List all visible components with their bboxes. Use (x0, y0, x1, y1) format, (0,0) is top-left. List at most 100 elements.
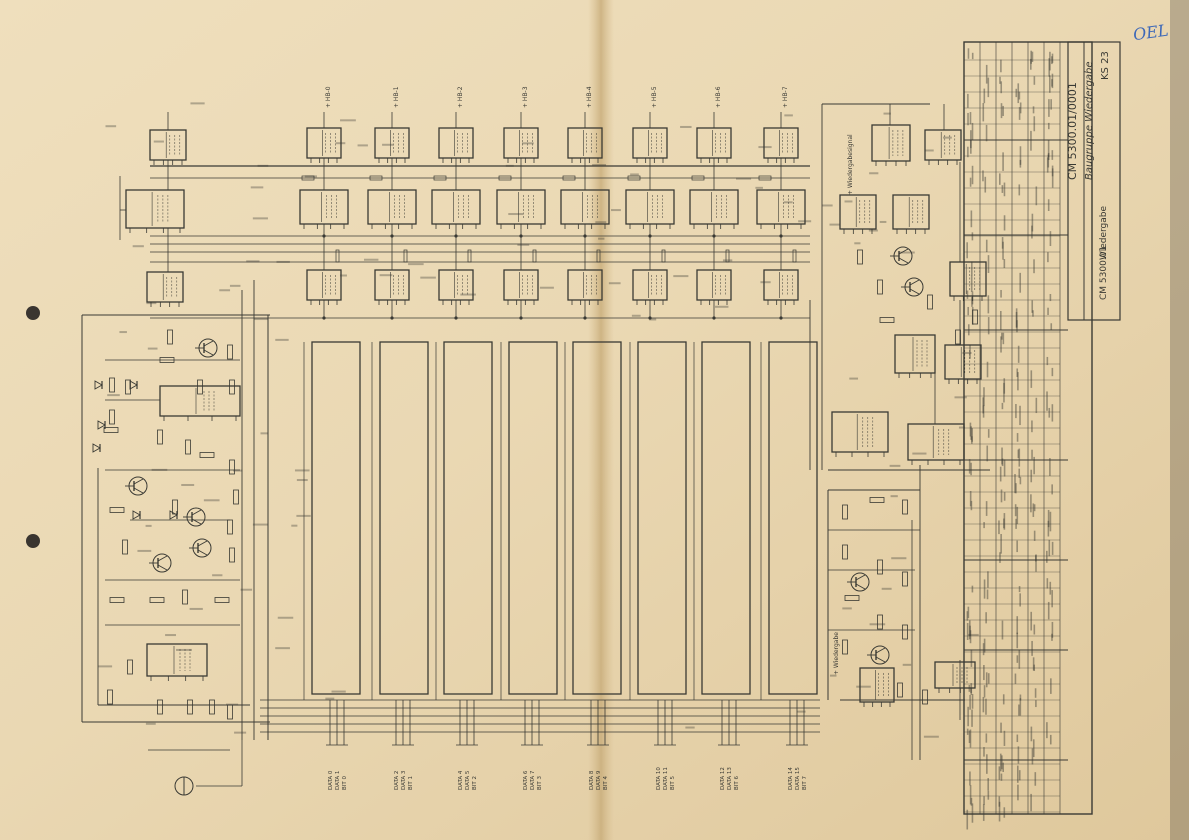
drawing-title: Baugruppe Wiedergabe (1084, 61, 1095, 180)
resistor (922, 689, 928, 705)
left-buffer-ic (146, 271, 184, 307)
resistor (229, 459, 235, 475)
resistor (157, 429, 163, 445)
memory-column (371, 341, 429, 700)
resistor (227, 344, 233, 360)
resistor (199, 452, 215, 458)
resistor (109, 377, 115, 393)
resistor (122, 539, 128, 555)
resistor (879, 317, 895, 323)
connector-label: DATA 11 (663, 767, 669, 790)
resistor (229, 379, 235, 395)
resistor (857, 249, 863, 265)
resistor (227, 704, 233, 720)
resistor (877, 559, 883, 575)
bus-label: + HB-6 (715, 86, 722, 108)
resistor (127, 659, 133, 675)
control-ic-10 (859, 667, 895, 707)
resistor (157, 699, 163, 715)
resistor (197, 379, 203, 395)
subtitle: Wiedergabe (1099, 206, 1109, 260)
resistor (869, 497, 885, 503)
bus-label: + HB-3 (522, 86, 529, 108)
left-driver-block (146, 643, 208, 681)
connector-label: DATA 2 (394, 771, 400, 790)
bus-label: + HB-5 (651, 86, 658, 108)
resistor (109, 597, 125, 603)
connector-label: BIT 3 (537, 775, 543, 790)
transistor-t2 (125, 476, 148, 496)
bus-label: + HB-4 (586, 86, 593, 108)
punch-hole-bottom (26, 534, 40, 548)
diode (97, 420, 106, 430)
transistor-t3 (183, 507, 206, 527)
memory-column (564, 341, 622, 700)
diode (92, 443, 101, 453)
resistor (877, 279, 883, 295)
connector-label: DATA 3 (401, 770, 407, 790)
pin-labels (98, 102, 979, 738)
resistor (902, 571, 908, 587)
resistor (927, 294, 933, 310)
resistor (149, 597, 165, 603)
diode (132, 510, 141, 520)
resistor (185, 439, 191, 455)
resistor (125, 379, 131, 395)
resistor (842, 504, 848, 520)
control-ic-8 (831, 411, 889, 457)
bus-label: + HB-0 (325, 86, 332, 108)
connector-label: BIT 6 (734, 775, 740, 790)
diode (169, 510, 178, 520)
resistor (897, 682, 903, 698)
connector-label: DATA 13 (727, 767, 733, 790)
connector-label: BIT 2 (472, 776, 478, 790)
transistor-t6 (890, 246, 913, 266)
control-ic-4 (892, 194, 930, 234)
diode (94, 380, 103, 390)
resistor (902, 499, 908, 515)
resistor (842, 544, 848, 560)
connector-label: DATA 14 (788, 767, 794, 790)
transistor-t9 (867, 645, 890, 665)
memory-column (760, 341, 818, 700)
control-ic-7 (944, 344, 982, 384)
resistor (214, 597, 230, 603)
resistor (227, 519, 233, 535)
connector-label: DATA 5 (465, 770, 471, 790)
connector-label: BIT 0 (342, 775, 348, 790)
memory-column (303, 341, 361, 700)
resistor (187, 699, 193, 715)
connector-label: DATA 8 (589, 770, 595, 790)
resistor (972, 309, 978, 325)
resistor (109, 507, 125, 513)
connector-label: BIT 7 (802, 775, 808, 790)
base-number: CM 5300.01 (1099, 246, 1109, 300)
resistor (955, 329, 961, 345)
analog-section (92, 246, 978, 796)
resistor (167, 329, 173, 345)
punch-hole-top (26, 306, 40, 320)
transistor-t5 (149, 553, 172, 573)
left-amp-ic (159, 385, 241, 421)
resistor (209, 699, 215, 715)
resistor (103, 427, 119, 433)
resistor (159, 357, 175, 363)
resistor (229, 547, 235, 563)
left-latch-ic (125, 189, 185, 233)
control-ic-3 (839, 194, 877, 234)
connector-label: DATA 1 (335, 771, 341, 790)
block-header-2: + Wiedergabe (833, 632, 840, 675)
transistor-t1 (195, 338, 218, 358)
paper-fold (588, 0, 614, 840)
bus-label: + HB-1 (393, 86, 400, 108)
transistor-t4 (189, 538, 212, 558)
drawing-number: CM 5300.01/0001 (1066, 82, 1079, 180)
transistor-t8 (847, 572, 870, 592)
